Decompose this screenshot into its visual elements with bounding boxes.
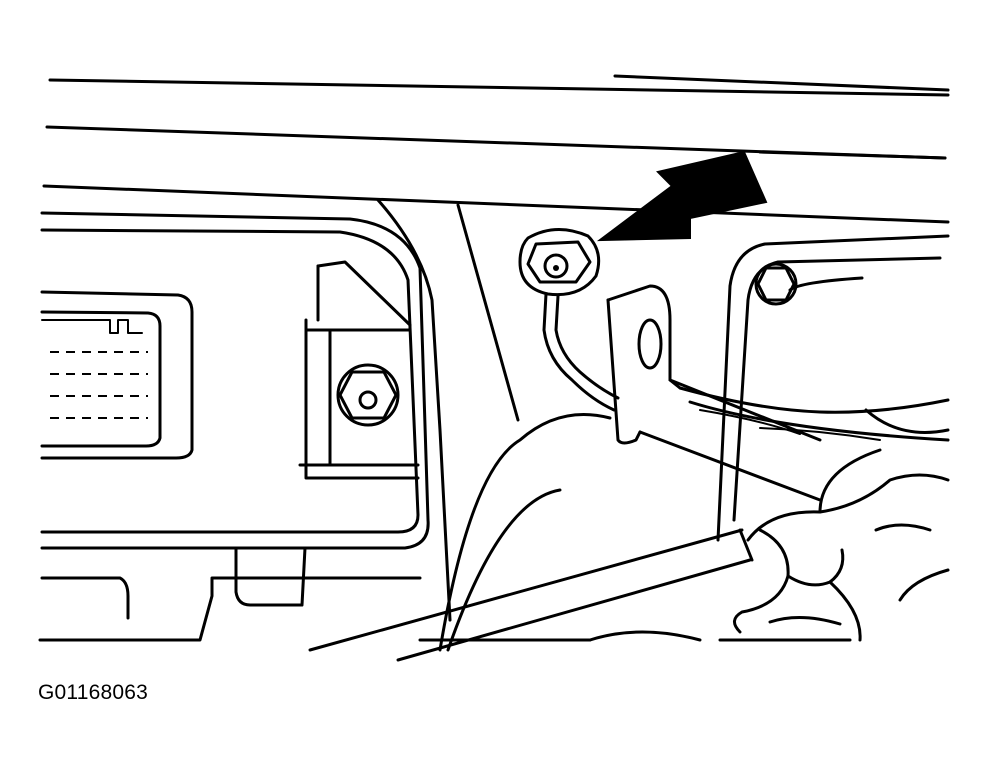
module-bracket	[298, 260, 420, 480]
metal-strap	[606, 284, 822, 502]
module-connector	[40, 290, 194, 460]
center-strut	[376, 198, 612, 652]
tool-shaft	[308, 528, 754, 662]
figure-id-label: G01168063	[38, 681, 149, 704]
module-nut-icon	[336, 363, 400, 427]
ground-terminal-nut-icon	[518, 227, 601, 297]
right-bracket	[716, 234, 950, 542]
control-module	[38, 211, 430, 642]
ground-strap-wire	[542, 292, 620, 412]
upper-body-lines	[42, 74, 950, 224]
cable-bundle	[678, 386, 950, 442]
hand-icon	[733, 448, 950, 642]
pointer-arrow-icon	[596, 150, 768, 242]
bracket-bolt-icon	[754, 262, 798, 306]
lower-engine	[418, 615, 852, 642]
